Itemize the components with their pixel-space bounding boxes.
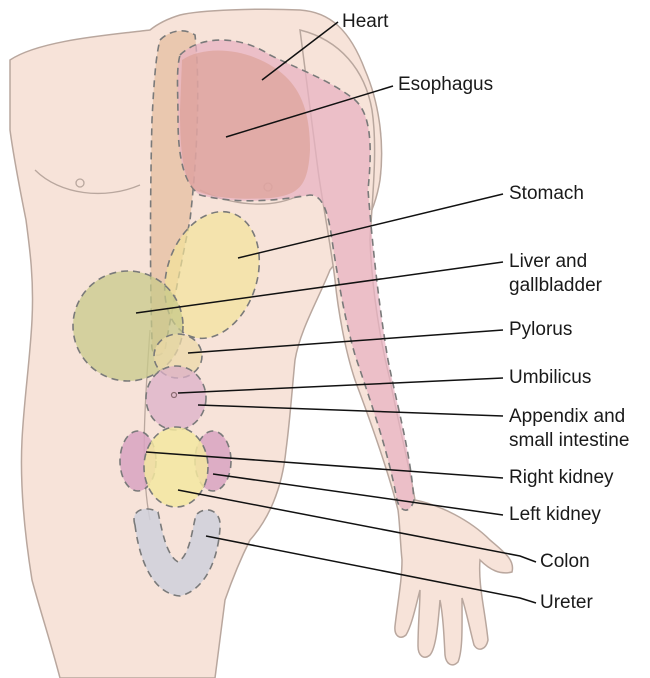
heart-core: [180, 50, 310, 199]
label-liver-line1: Liver and: [509, 251, 588, 272]
label-ureter: Ureter: [540, 592, 593, 613]
colon-region: [143, 426, 209, 508]
leader-esophagus: [225, 85, 394, 138]
label-right-kidney: Right kidney: [509, 467, 614, 488]
leader-pylorus: [187, 329, 504, 354]
leader-left-kidney: [212, 473, 504, 516]
ureter-region: [133, 508, 221, 597]
leader-ureter: [205, 535, 537, 604]
leader-umbilicus: [177, 377, 504, 394]
label-left-kidney: Left kidney: [509, 504, 601, 525]
label-umbilicus: Umbilicus: [509, 367, 592, 388]
leader-heart: [261, 21, 339, 81]
label-appendix-line2: small intestine: [509, 430, 630, 451]
leader-lines: [135, 21, 537, 604]
navel: [170, 391, 178, 399]
pectoral-crease: [34, 169, 141, 195]
label-appendix-line1: Appendix and: [509, 406, 626, 427]
leader-liver: [135, 261, 504, 314]
label-heart: Heart: [342, 11, 389, 32]
label-stomach: Stomach: [509, 183, 584, 204]
leader-colon: [177, 489, 537, 563]
leader-appendix: [197, 404, 504, 417]
umbilicus-region: [145, 365, 207, 431]
label-colon: Colon: [540, 551, 590, 572]
nipple-left: [75, 178, 85, 188]
pain-regions: [72, 30, 415, 597]
leader-right-kidney: [145, 451, 504, 479]
leader-stomach: [237, 193, 504, 259]
label-liver-line2: gallbladder: [509, 275, 602, 296]
label-esophagus: Esophagus: [398, 74, 494, 95]
label-pylorus: Pylorus: [509, 319, 573, 340]
stomach-region: [163, 210, 261, 340]
